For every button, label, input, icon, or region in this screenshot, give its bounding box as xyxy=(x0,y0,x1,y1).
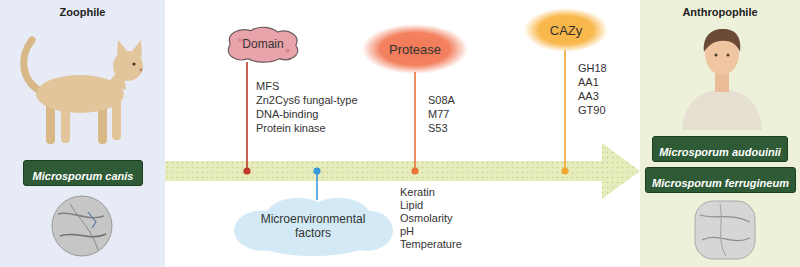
cat-illustration xyxy=(0,0,165,267)
list-item: AA1 xyxy=(578,76,599,89)
list-item: GT90 xyxy=(578,104,606,117)
list-item: Zn2Cys6 fungal-type xyxy=(256,94,358,107)
panel-heading: Anthropophile xyxy=(640,0,800,18)
node-label: Microsporum ferrugineum xyxy=(652,171,789,189)
list-item: AA3 xyxy=(578,90,599,103)
list-item: S53 xyxy=(428,122,448,135)
node-label: Microenvironmental factors xyxy=(247,212,379,241)
node-label: Protease xyxy=(389,42,441,57)
protease-blob: Protease xyxy=(362,24,468,74)
list-item: MFS xyxy=(256,80,279,93)
species-box: Microsporum canis xyxy=(23,160,143,186)
list-item: pH xyxy=(400,225,414,238)
domain-blob: Domain xyxy=(222,24,304,64)
list-item: Temperature xyxy=(400,238,462,251)
list-item: Keratin xyxy=(400,186,435,199)
node-label: Microsporum canis xyxy=(33,164,134,182)
list-item: Protein kinase xyxy=(256,122,326,135)
host-panel: AnthropophileMicrosporum audouiniiMicros… xyxy=(640,0,800,267)
list-item: M77 xyxy=(428,108,449,121)
list-item: S08A xyxy=(428,94,455,107)
list-item: GH18 xyxy=(578,62,607,75)
species-box: Microsporum ferrugineum xyxy=(645,167,796,193)
panel-heading: Zoophile xyxy=(0,0,165,18)
band-arrow xyxy=(165,143,640,199)
node-label: CAZy xyxy=(550,23,583,38)
node-label: Domain xyxy=(242,37,283,51)
person-illustration xyxy=(640,0,800,267)
list-item: Lipid xyxy=(400,199,423,212)
node-label: Microsporum audouinii xyxy=(659,140,781,158)
species-box: Microsporum audouinii xyxy=(652,136,788,162)
factor-cloud: Microenvironmental factors xyxy=(232,194,394,258)
cazy-blob: CAZy xyxy=(524,8,608,52)
list-item: Osmolarity xyxy=(400,212,453,225)
list-item: DNA-binding xyxy=(256,108,318,121)
host-panel: ZoophileMicrosporum canis xyxy=(0,0,165,267)
